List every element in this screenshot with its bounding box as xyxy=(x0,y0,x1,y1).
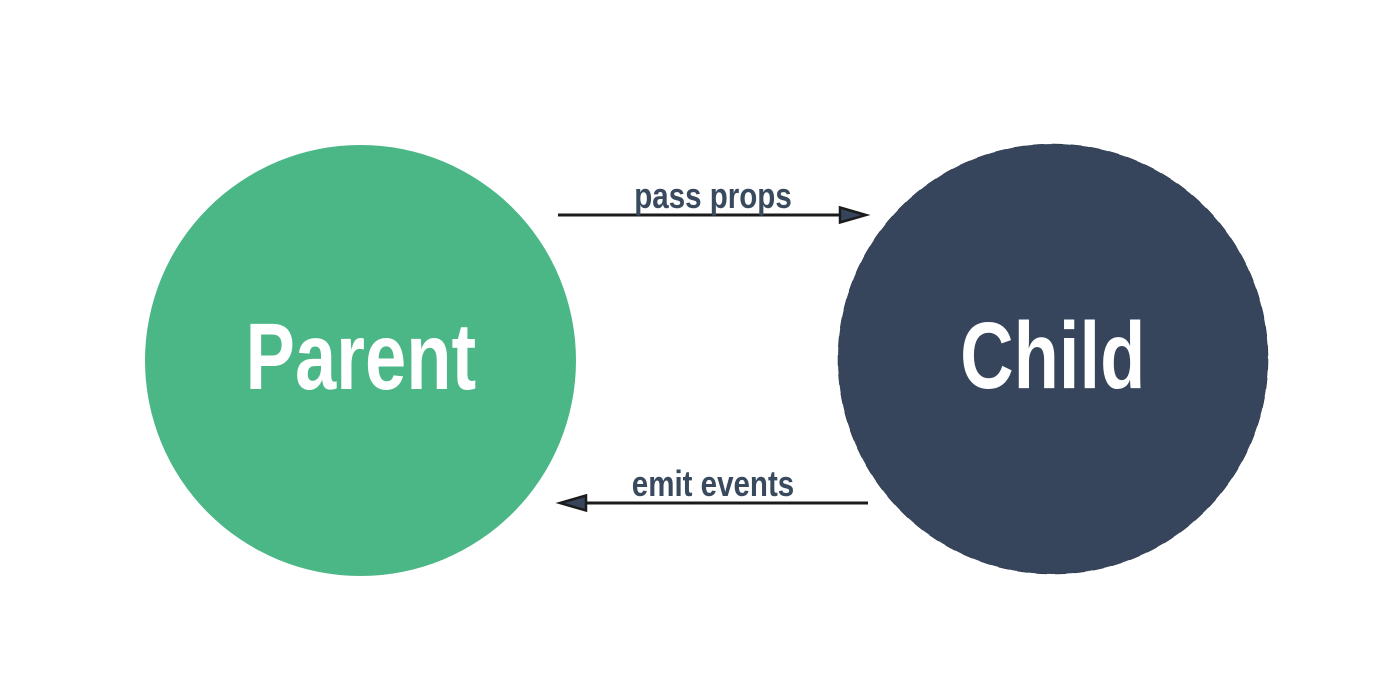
parent-node-label: Parent xyxy=(245,304,476,410)
pass-props-edge-label: pass props xyxy=(634,175,792,216)
pass-props-arrowhead-icon xyxy=(838,205,871,225)
emit-events-edge-label: emit events xyxy=(631,463,795,504)
child-node: Child xyxy=(838,144,1268,574)
child-node-label: Child xyxy=(960,302,1146,409)
emit-events-arrowhead-icon xyxy=(555,493,588,513)
parent-node: Parent xyxy=(145,145,576,576)
